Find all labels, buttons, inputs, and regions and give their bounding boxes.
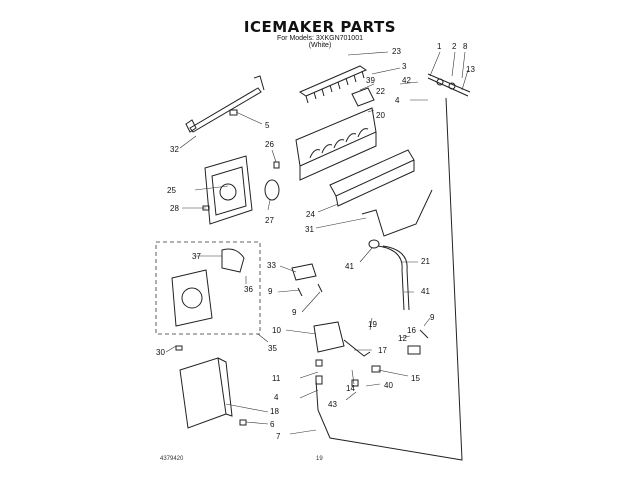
- callout-9-left: 9: [268, 287, 273, 296]
- valve-fittings-part: [407, 329, 429, 355]
- callout-1: 1: [437, 42, 442, 51]
- callout-4-lower: 4: [274, 393, 279, 402]
- callout-41-upper: 41: [345, 262, 354, 271]
- callout-11: 11: [272, 374, 281, 383]
- fill-cup-part: [329, 149, 415, 207]
- callout-35: 35: [268, 344, 277, 353]
- callout-23: 23: [392, 47, 401, 56]
- cover-part: [179, 357, 233, 429]
- callout-26: 26: [265, 140, 274, 149]
- callout-30: 30: [156, 348, 165, 357]
- callout-31: 31: [305, 225, 314, 234]
- callout-15: 15: [411, 374, 420, 383]
- callout-40: 40: [384, 381, 393, 390]
- callout-37: 37: [192, 252, 201, 261]
- callout-33: 33: [267, 261, 276, 270]
- callout-2: 2: [452, 42, 457, 51]
- small-fasteners-part: [175, 345, 381, 426]
- page-number: 19: [316, 456, 323, 462]
- callout-43: 43: [328, 400, 337, 409]
- screw-26-part: [273, 161, 280, 169]
- callout-36: 36: [244, 285, 253, 294]
- valve-bracket-part: [291, 263, 317, 281]
- inlet-fittings-part: [427, 73, 471, 97]
- gear-part: [264, 179, 280, 201]
- callout-13: 13: [466, 65, 475, 74]
- callout-19: 19: [368, 320, 377, 329]
- callout-10: 10: [272, 326, 281, 335]
- diagram-title: ICEMAKER PARTS: [243, 18, 397, 36]
- callout-28: 28: [170, 204, 179, 213]
- callout-17: 17: [378, 346, 387, 355]
- callout-5: 5: [265, 121, 270, 130]
- fill-tube-part: [368, 239, 410, 311]
- callout-22: 22: [376, 87, 385, 96]
- callout-9-mid: 9: [292, 308, 297, 317]
- feeler-arm-part: [361, 189, 433, 237]
- callout-25: 25: [167, 186, 176, 195]
- callout-3: 3: [402, 62, 407, 71]
- module-housing-part: [204, 155, 253, 225]
- callout-14: 14: [346, 384, 355, 393]
- mold-heater-bracket-part: [351, 87, 375, 107]
- models-line: For Models: 3XKGN701001: [277, 35, 363, 42]
- ice-mold-part: [295, 107, 377, 181]
- callout-16: 16: [407, 326, 416, 335]
- shutoff-arm-part: [185, 75, 265, 133]
- leader-lines: [165, 51, 469, 435]
- callout-20: 20: [376, 111, 385, 120]
- callout-27: 27: [265, 216, 274, 225]
- doc-number: 4379420: [160, 456, 184, 462]
- callout-9-right: 9: [430, 313, 435, 322]
- callout-42: 42: [402, 76, 411, 85]
- callout-18: 18: [270, 407, 279, 416]
- screws-9-part: [297, 283, 323, 297]
- water-line-part: [315, 97, 463, 461]
- water-valve-part: [313, 321, 371, 357]
- callout-39: 39: [366, 76, 375, 85]
- motor-module-part: [171, 248, 245, 327]
- callout-24: 24: [306, 210, 315, 219]
- callout-32: 32: [170, 145, 179, 154]
- callout-6: 6: [270, 420, 275, 429]
- callout-41-lower: 41: [421, 287, 430, 296]
- callout-4-top: 4: [395, 96, 400, 105]
- callout-21: 21: [421, 257, 430, 266]
- module-group-box: [155, 241, 261, 335]
- color-line: (White): [308, 42, 332, 49]
- screw-5-part: [229, 109, 238, 116]
- callout-12: 12: [398, 334, 407, 343]
- callout-8: 8: [463, 42, 468, 51]
- callout-7: 7: [276, 432, 281, 441]
- ice-stripper-part: [298, 65, 368, 104]
